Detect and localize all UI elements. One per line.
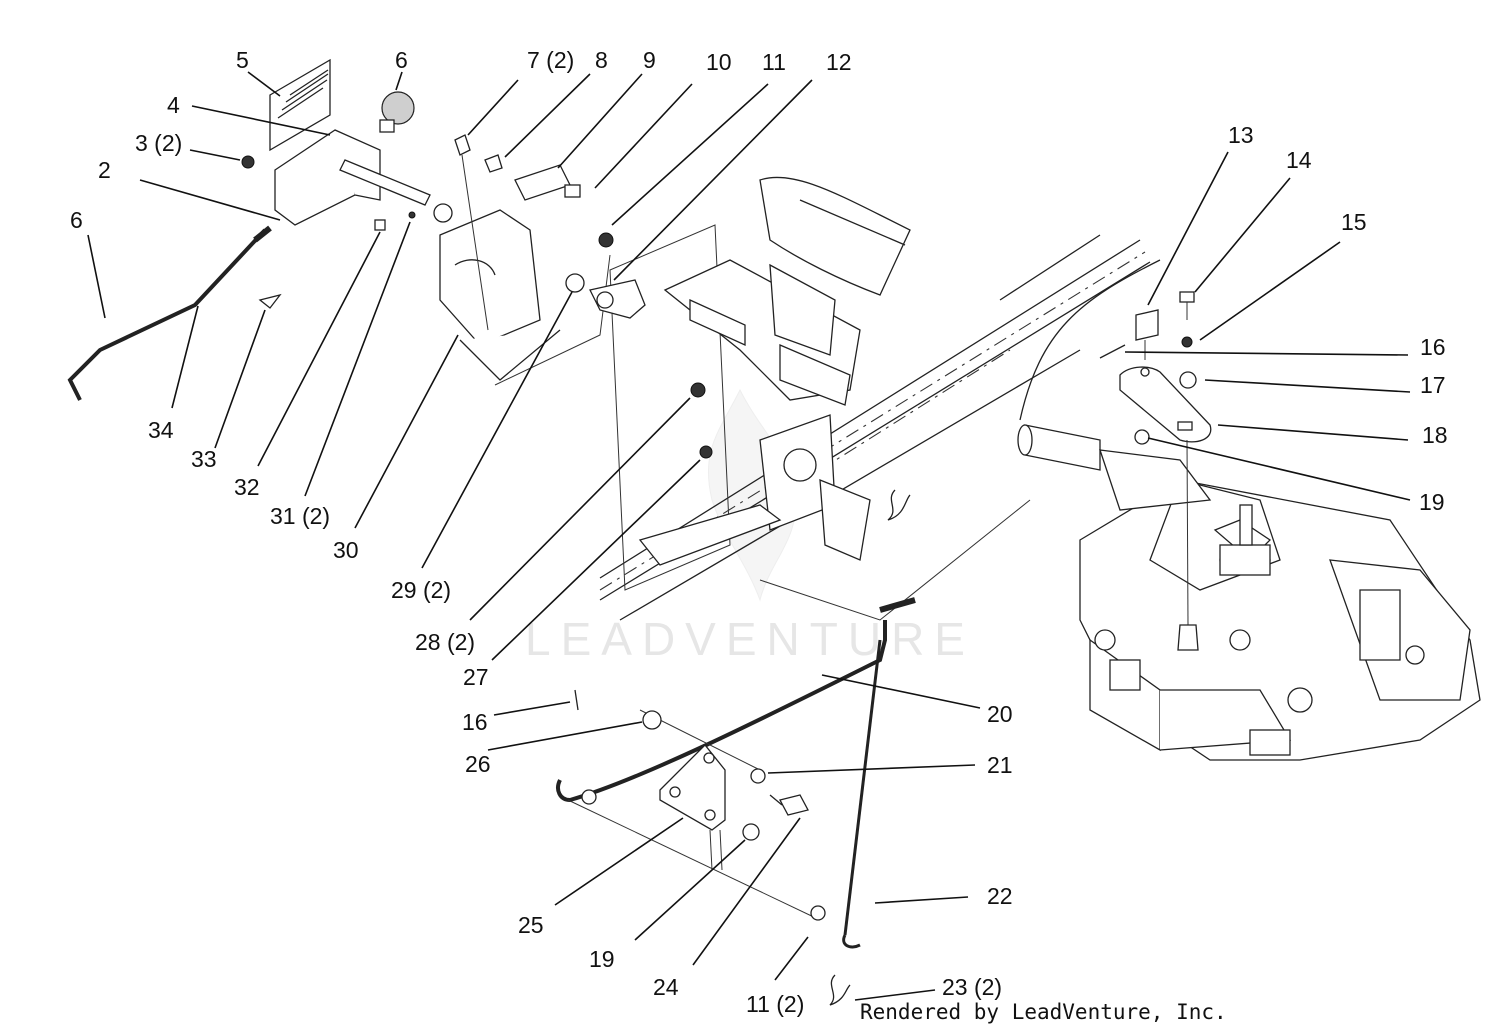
callout-8: 8 — [595, 47, 608, 73]
callout-25: 25 — [518, 912, 544, 938]
callout-32: 32 — [234, 474, 260, 500]
callout-26: 26 — [465, 751, 491, 777]
callout-28: 28 (2) — [415, 629, 475, 655]
watermark-text: LEADVENTURE — [525, 613, 975, 665]
callout-20: 20 — [987, 701, 1013, 727]
callout-15: 15 — [1341, 209, 1367, 235]
callout-11: 11 — [762, 49, 786, 75]
callout-17: 17 — [1420, 372, 1446, 398]
callout-7: 7 (2) — [527, 47, 574, 73]
spring-icon — [269, 58, 331, 152]
callout-6: 6 — [395, 47, 408, 73]
callout-16b: 16 — [462, 709, 488, 735]
callout-33: 33 — [191, 446, 217, 472]
callout-19b: 19 — [589, 946, 615, 972]
callout-27: 27 — [463, 664, 489, 690]
callout-34: 34 — [148, 417, 174, 443]
callout-4: 4 — [167, 92, 180, 118]
callout-24: 24 — [653, 974, 679, 1000]
callout-22: 22 — [987, 883, 1013, 909]
callout-6b: 6 — [70, 207, 83, 233]
callout-12: 12 — [826, 49, 852, 75]
rendered-by-footer: Rendered by LeadVenture, Inc. — [860, 1000, 1227, 1024]
callout-9: 9 — [643, 47, 656, 73]
brake-lever-assembly — [67, 58, 713, 459]
frame-bracket-plate — [609, 176, 1031, 621]
callout-labels: 5 6 4 3 (2) 2 6 7 (2) 8 9 10 11 12 13 14… — [70, 47, 1448, 1017]
callout-18: 18 — [1422, 422, 1448, 448]
callout-11b: 11 (2) — [746, 991, 804, 1017]
callout-14: 14 — [1286, 147, 1312, 173]
callout-10: 10 — [706, 49, 732, 75]
knob-icon — [381, 91, 415, 125]
callout-13: 13 — [1228, 122, 1254, 148]
transmission-assembly — [1017, 291, 1481, 761]
callout-23: 23 (2) — [942, 974, 1002, 1000]
callout-19: 19 — [1419, 489, 1445, 515]
callout-3: 3 (2) — [135, 130, 182, 156]
linkage-rods — [556, 489, 916, 1006]
callout-5: 5 — [236, 47, 249, 73]
callout-21: 21 — [987, 752, 1013, 778]
callout-31: 31 (2) — [270, 503, 330, 529]
leader-lines — [87, 71, 1411, 1001]
callout-2: 2 — [98, 157, 111, 183]
callout-30: 30 — [333, 537, 359, 563]
callout-16: 16 — [1420, 334, 1446, 360]
callout-29: 29 (2) — [391, 577, 451, 603]
